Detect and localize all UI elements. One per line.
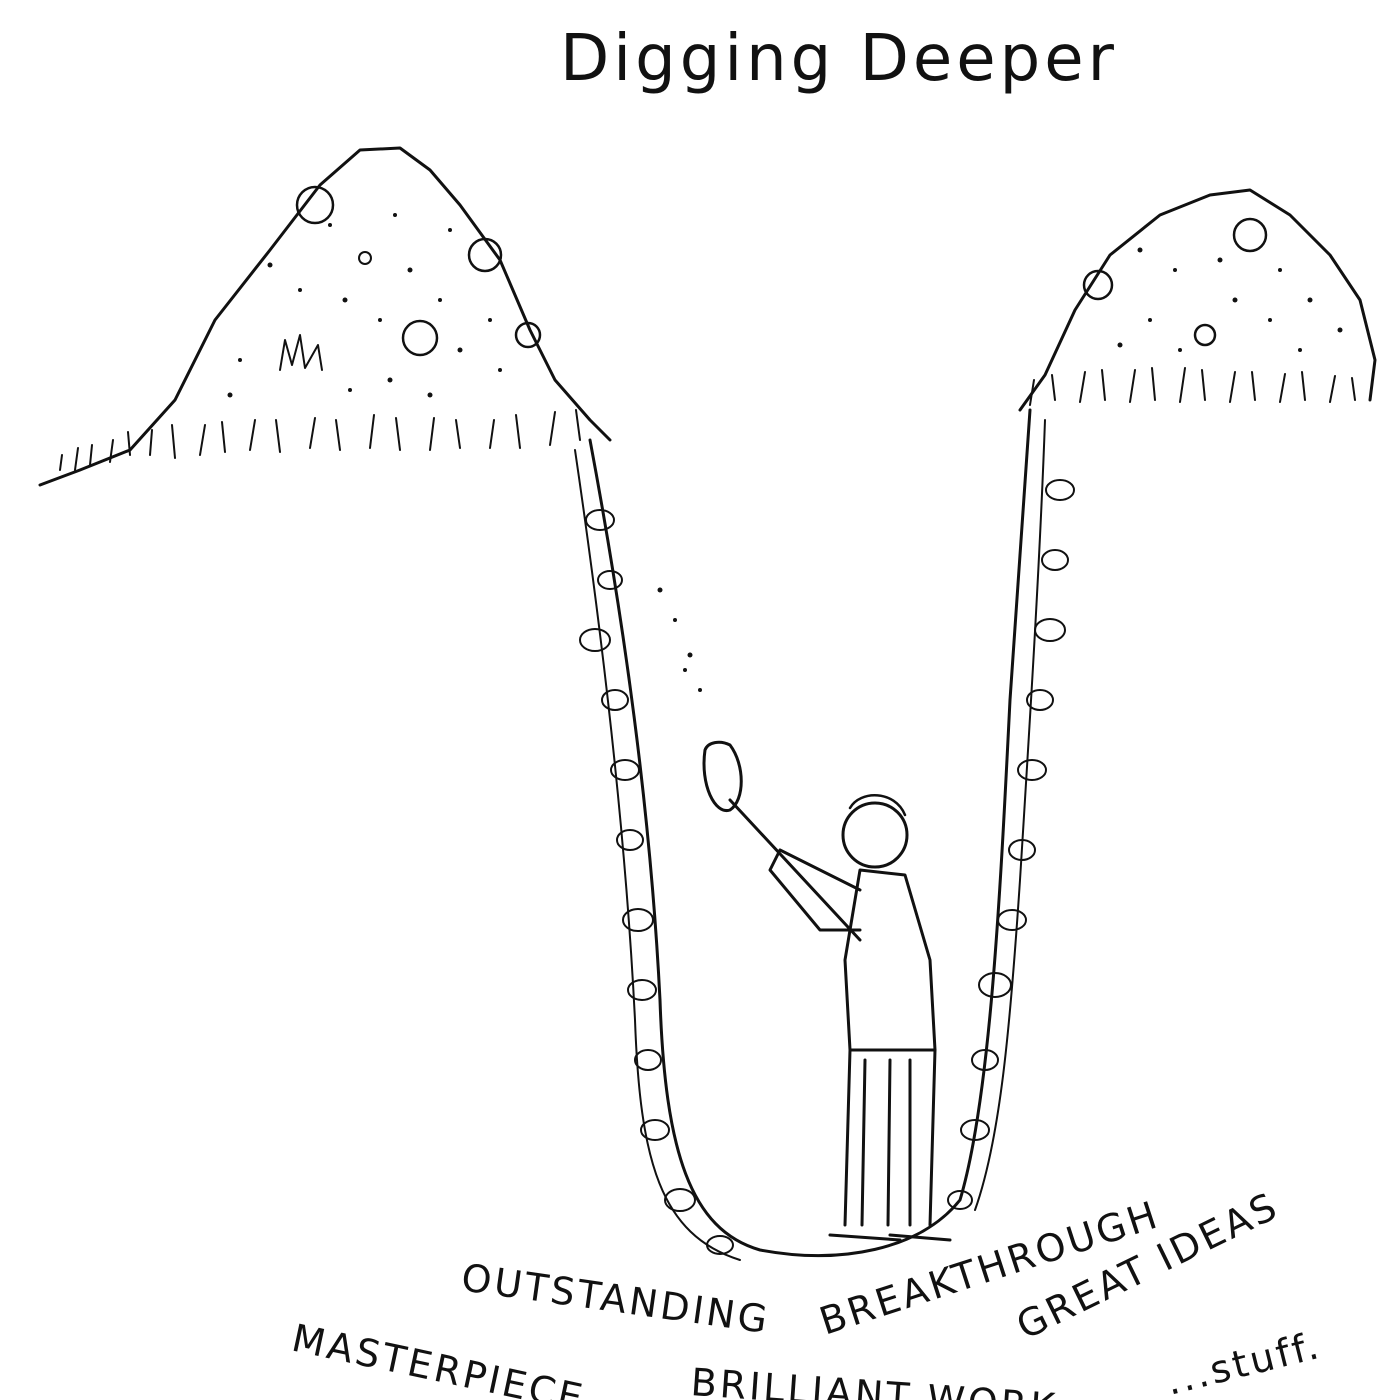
word-masterpiece: MASTERPIECE — [288, 1316, 589, 1400]
title: Digging Deeper — [560, 22, 1118, 96]
hole-walls — [574, 408, 1075, 1261]
right-dirt-mound — [1018, 188, 1377, 412]
digging-figure — [702, 740, 952, 1242]
word-outstanding: OUTSTANDING — [459, 1255, 773, 1342]
word-good-stuff: ...stuff. — [1162, 1323, 1326, 1400]
word-brilliant-work: BRILLIANT WORK — [689, 1360, 1059, 1400]
left-dirt-mound — [38, 146, 612, 487]
